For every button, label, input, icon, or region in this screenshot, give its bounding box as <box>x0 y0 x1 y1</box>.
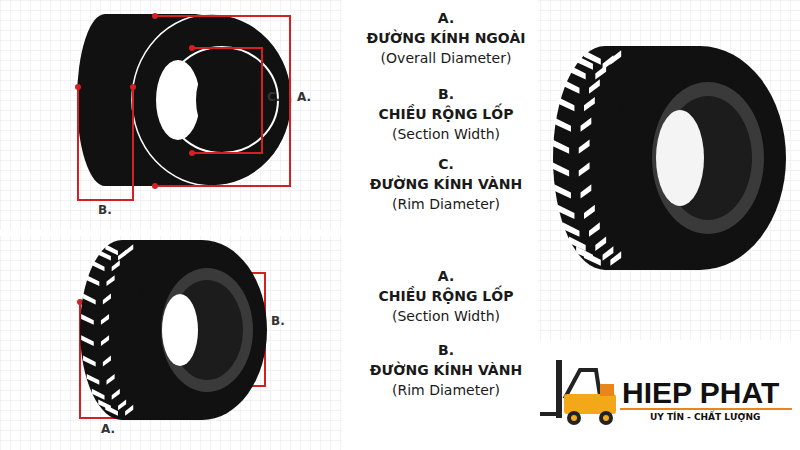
callout-letter: B. <box>271 315 285 328</box>
grid-paper <box>0 236 342 450</box>
label-panel: B.CHIỀU RỘNG LỐP(Section Width) <box>358 80 534 148</box>
label-panel: A.ĐƯỜNG KÍNH NGOÀI(Overall Diameter) <box>358 4 534 72</box>
callout-letter: C. <box>364 154 528 174</box>
callout-letter: A. <box>364 8 528 28</box>
dimension-name-english: (Rim Diameter) <box>364 380 528 400</box>
callout-letter: A. <box>364 266 528 286</box>
label-panel: A.CHIỀU RỘNG LỐP(Section Width) <box>358 262 534 330</box>
callout-letter: B. <box>364 84 528 104</box>
callout-letter: C. <box>267 91 280 104</box>
dimension-name-english: (Section Width) <box>364 306 528 326</box>
brand-name: HIEP PHAT <box>622 376 779 409</box>
dimension-name-english: (Overall Diameter) <box>364 48 528 68</box>
tread-tire <box>552 46 786 270</box>
dimension-name: ĐƯỜNG KÍNH VÀNH <box>364 360 528 380</box>
callout-letter: B. <box>98 204 112 217</box>
plain-tire <box>77 14 292 186</box>
brand-slogan: UY TÍN - CHẤT LƯỢNG <box>650 413 760 423</box>
dimension-name: ĐƯỜNG KÍNH VÀNH <box>364 174 528 194</box>
dimension-name: CHIỀU RỘNG LỐP <box>364 104 528 124</box>
callout-letter: A. <box>101 423 115 436</box>
tread-tire <box>80 240 267 420</box>
grid-paper <box>538 0 800 340</box>
label-panel: C.ĐƯỜNG KÍNH VÀNH(Rim Diameter) <box>358 150 534 218</box>
label-panel: B.ĐƯỜNG KÍNH VÀNH(Rim Diameter) <box>358 336 534 404</box>
grid-paper <box>0 0 342 230</box>
forklift-logo <box>540 360 792 425</box>
dimension-name-english: (Rim Diameter) <box>364 194 528 214</box>
callout-letter: A. <box>297 91 311 104</box>
dimension-name: ĐƯỜNG KÍNH NGOÀI <box>364 28 528 48</box>
callout-letter: B. <box>364 340 528 360</box>
dimension-name-english: (Section Width) <box>364 124 528 144</box>
dimension-name: CHIỀU RỘNG LỐP <box>364 286 528 306</box>
